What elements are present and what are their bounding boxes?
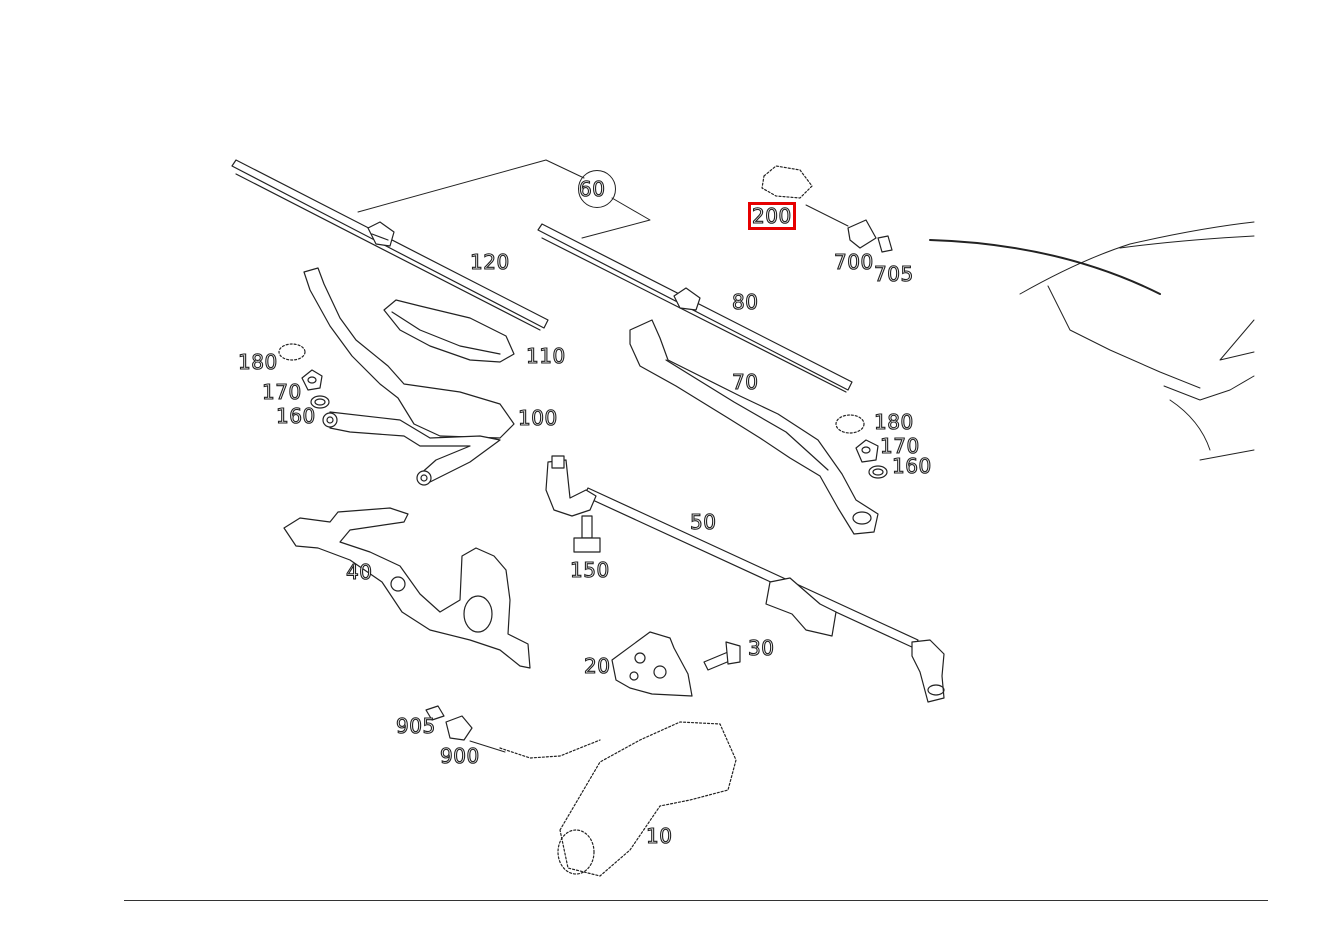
part-label-160-left[interactable]: 160 xyxy=(275,404,316,428)
part-label-700[interactable]: 700 xyxy=(833,250,874,274)
linkage-assembly[interactable] xyxy=(545,455,945,703)
washer-hose-200[interactable] xyxy=(761,165,813,199)
part-label-60[interactable]: 60 xyxy=(578,177,606,201)
part-label-10[interactable]: 10 xyxy=(645,824,673,848)
part-label-170-right[interactable]: 170 xyxy=(879,434,920,458)
bolt-150[interactable] xyxy=(573,515,601,553)
part-label-70[interactable]: 70 xyxy=(731,370,759,394)
connector-700[interactable] xyxy=(847,219,893,253)
mounting-frame[interactable] xyxy=(283,507,531,669)
part-label-905[interactable]: 905 xyxy=(395,714,436,738)
part-label-100[interactable]: 100 xyxy=(517,406,558,430)
part-label-30[interactable]: 30 xyxy=(747,636,775,660)
leader-lines xyxy=(357,159,849,753)
part-label-80[interactable]: 80 xyxy=(731,290,759,314)
part-label-110[interactable]: 110 xyxy=(525,344,566,368)
footer-rule xyxy=(124,900,1268,901)
part-label-900[interactable]: 900 xyxy=(439,744,480,768)
part-label-120[interactable]: 120 xyxy=(469,250,510,274)
part-label-180-right[interactable]: 180 xyxy=(873,410,914,434)
fasteners-left[interactable] xyxy=(278,343,330,409)
part-label-150[interactable]: 150 xyxy=(569,558,610,582)
wiper-arm-driver[interactable] xyxy=(303,267,515,486)
part-label-50[interactable]: 50 xyxy=(689,510,717,534)
part-label-170-left[interactable]: 170 xyxy=(261,380,302,404)
part-label-20[interactable]: 20 xyxy=(583,654,611,678)
fasteners-right[interactable] xyxy=(835,414,888,479)
part-label-40[interactable]: 40 xyxy=(345,560,373,584)
vehicle-outline xyxy=(929,221,1255,461)
motor-mounting-plate[interactable] xyxy=(611,631,693,697)
wiper-arm-passenger[interactable] xyxy=(629,319,879,535)
part-label-200-selected[interactable]: 200 xyxy=(748,202,796,230)
part-label-705[interactable]: 705 xyxy=(873,262,914,286)
callout-circle-60[interactable]: 60 xyxy=(578,170,616,208)
part-label-180-left[interactable]: 180 xyxy=(237,350,278,374)
part-label-160-right[interactable]: 160 xyxy=(891,454,932,478)
wiper-blade-driver[interactable] xyxy=(231,159,549,331)
arm-cover[interactable] xyxy=(383,299,515,363)
connector-900[interactable] xyxy=(425,705,473,741)
wiper-motor[interactable] xyxy=(499,721,737,877)
bolt-30[interactable] xyxy=(703,641,741,671)
wiper-blade-passenger[interactable] xyxy=(537,223,853,393)
